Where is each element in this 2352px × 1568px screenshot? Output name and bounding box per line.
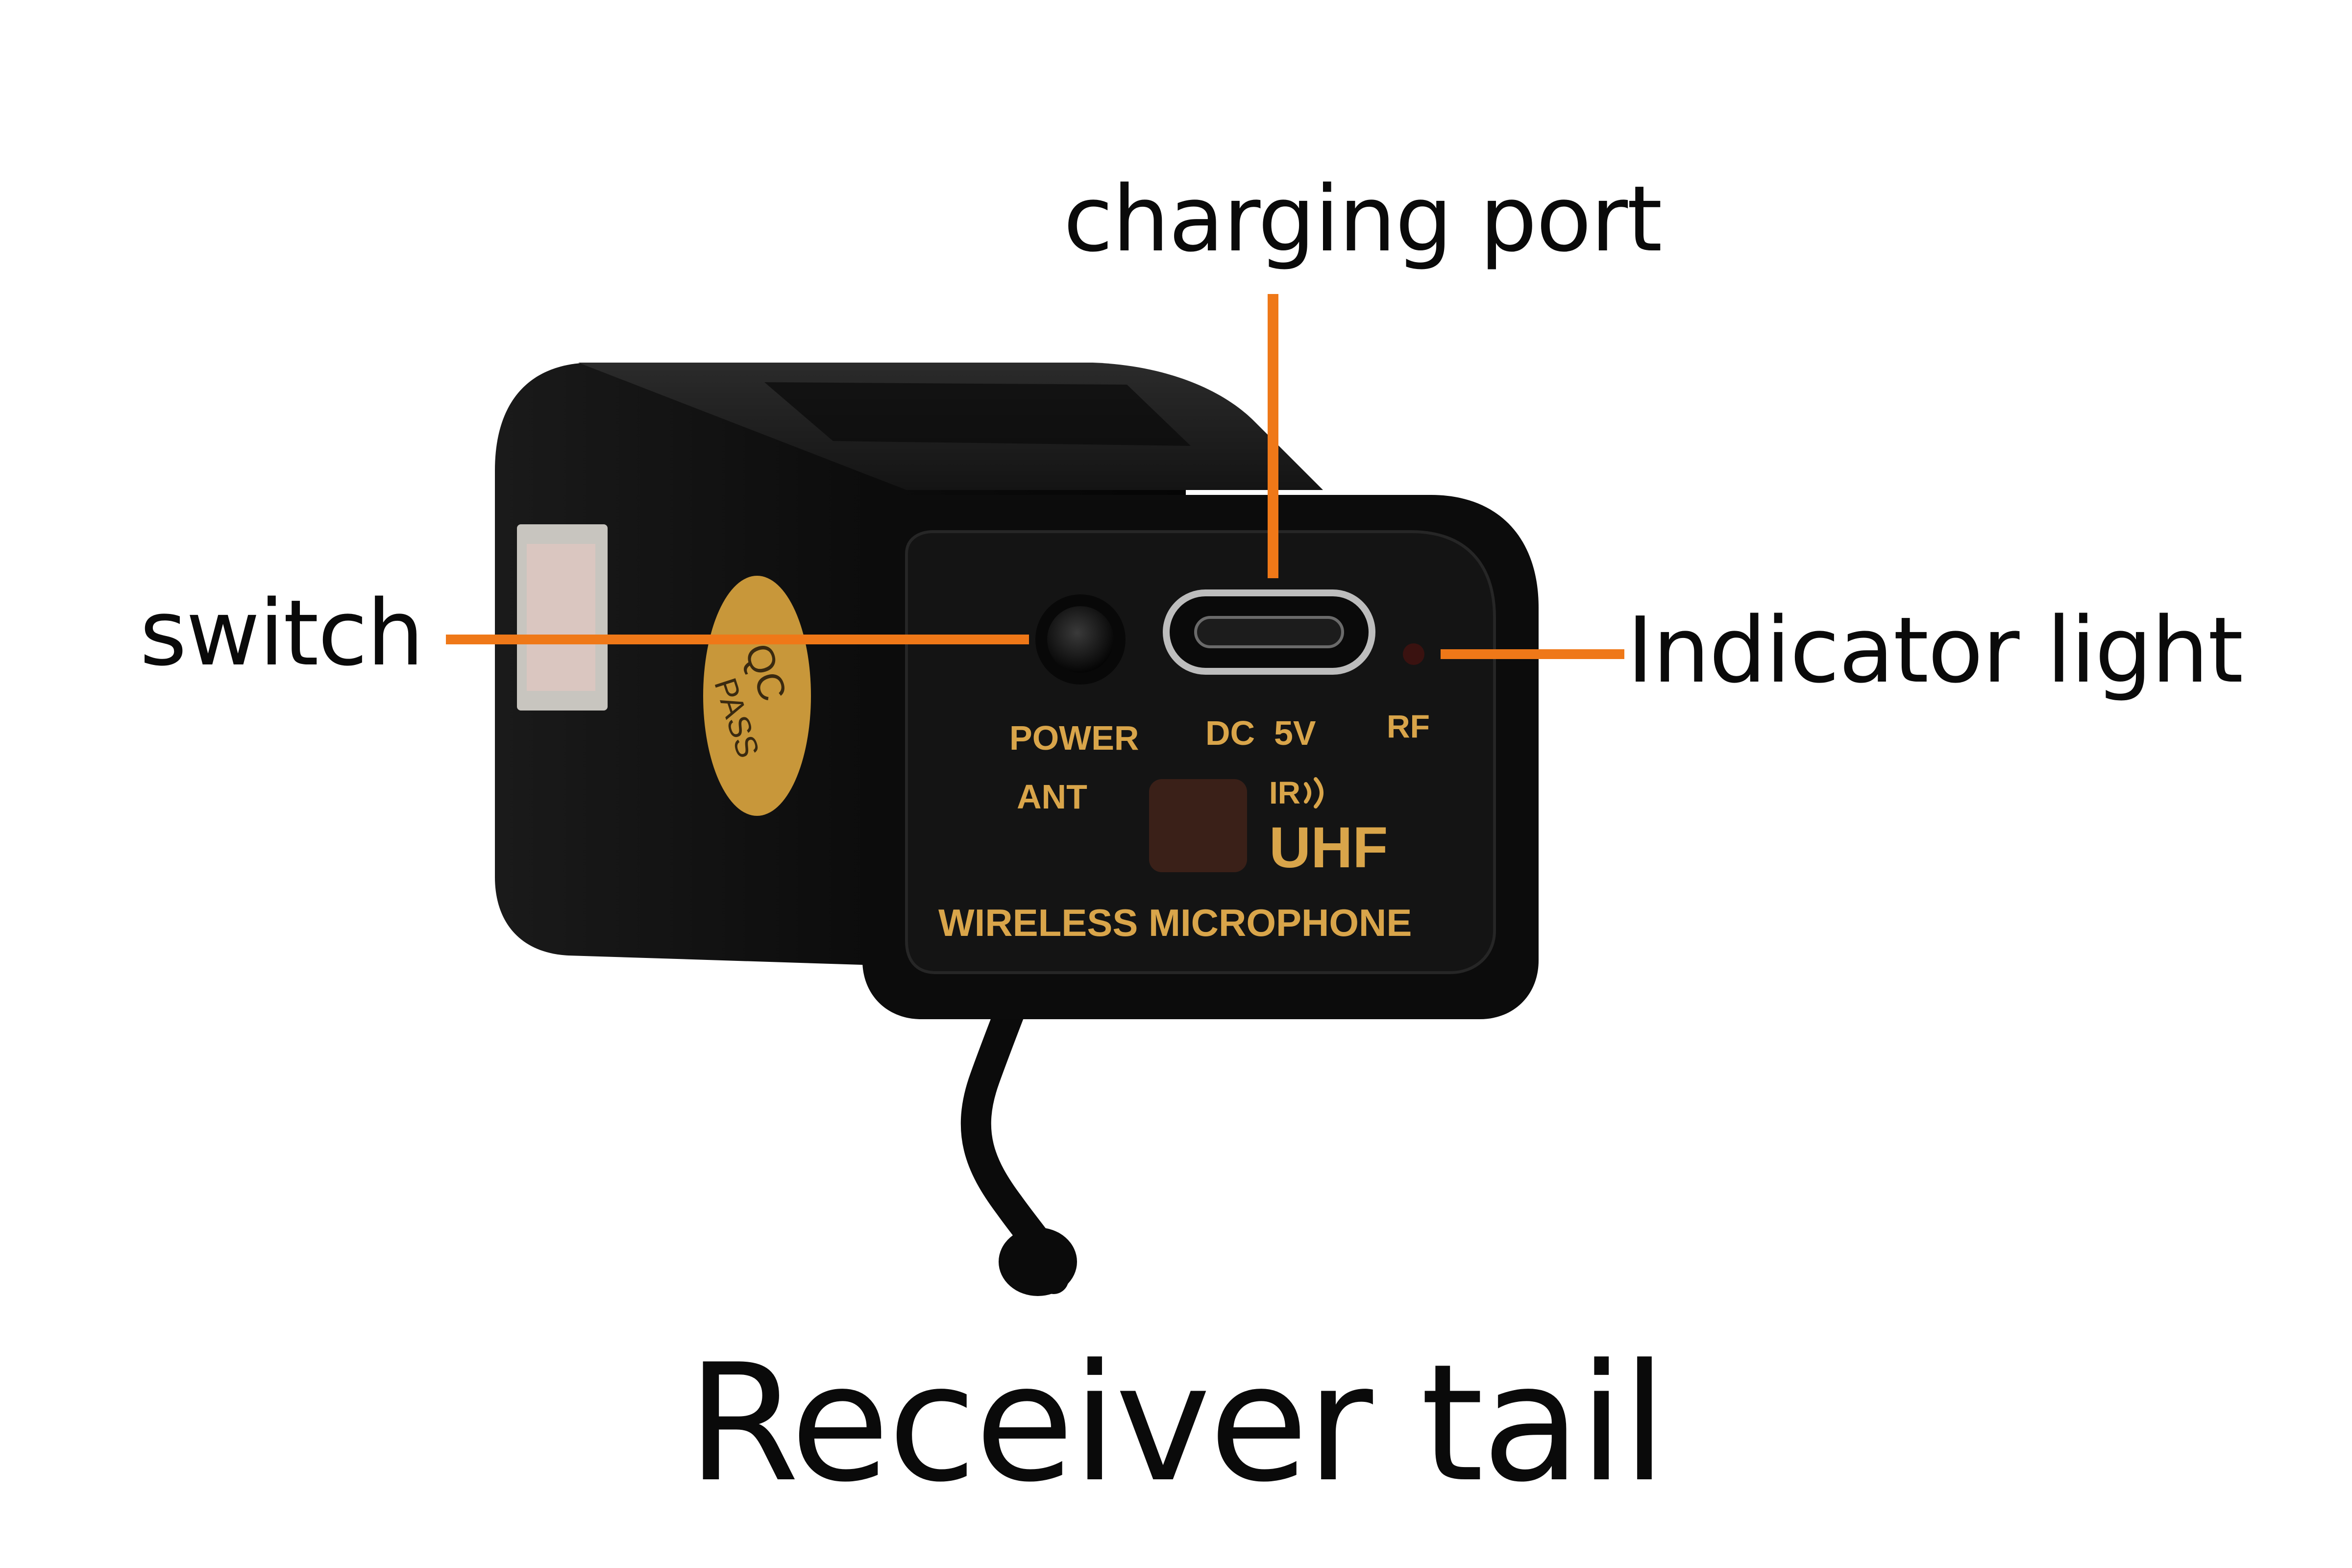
wireless-microphone-marking: WIRELESS MICROPHONE (938, 901, 1412, 944)
ant-marking: ANT (1017, 778, 1087, 816)
indicator-light-label: Indicator light (1627, 597, 2243, 703)
top-recess (764, 382, 1191, 446)
power-marking: POWER (1009, 719, 1139, 757)
switch-leader-line (446, 635, 1029, 644)
indicator-light-leader-line (1441, 649, 1624, 659)
charging-port-leader-line (1268, 294, 1278, 578)
charging-port-label: charging port (1063, 166, 1663, 272)
side-sticker (517, 524, 608, 710)
antenna-tip (999, 1227, 1077, 1296)
rf-indicator-led (1403, 643, 1424, 665)
uhf-marking: UHF (1269, 815, 1388, 880)
switch-label: switch (140, 580, 424, 686)
diagram-title: Receiver tail (687, 1329, 1667, 1518)
ir-window (1149, 779, 1247, 872)
ir-signal-icon (1304, 777, 1323, 808)
dc-5v-marking: DC 5V (1205, 714, 1316, 752)
rf-marking: RF (1387, 708, 1430, 744)
ir-marking: IR (1269, 775, 1300, 810)
